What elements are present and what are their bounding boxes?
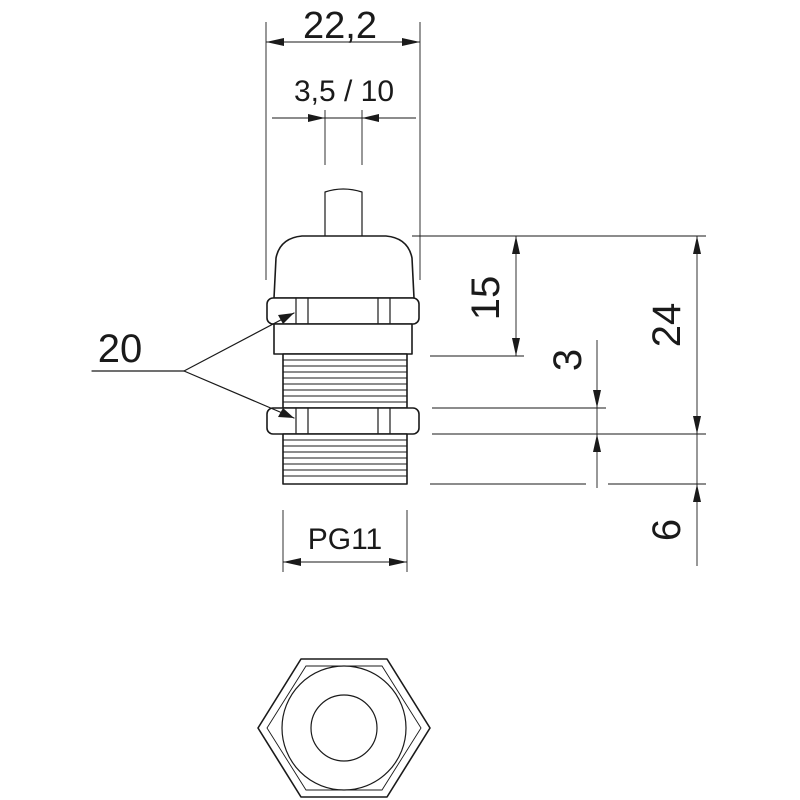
overall-width-label: 22,2	[303, 5, 377, 47]
upper-thread	[282, 353, 408, 409]
dimension-overall-width: 22,2	[265, 5, 421, 280]
cable-range-label: 3,5 / 10	[294, 75, 394, 108]
upper-hex-nut	[266, 297, 420, 325]
dimension-cable-range: 3,5 / 10	[272, 75, 416, 165]
dimension-thread-length: 6	[645, 434, 701, 566]
wrench-size-label: 20	[98, 327, 143, 371]
thread-spec-label: PG11	[308, 523, 383, 556]
overall-height-label: 24	[645, 303, 689, 348]
dome-cap	[273, 235, 415, 299]
cable-bore-circle	[310, 694, 378, 762]
side-view	[266, 188, 420, 485]
cap-height-label: 15	[464, 276, 508, 321]
dimension-thread-spec: PG11	[282, 510, 408, 572]
lower-hex-nut	[266, 407, 420, 435]
thread-length-label: 6	[645, 519, 689, 541]
lower-thread	[282, 433, 408, 485]
dimension-overall-height: 24	[645, 236, 701, 434]
leader-wrench-size: 20	[91, 312, 295, 419]
cable	[324, 188, 363, 239]
top-view	[257, 658, 431, 798]
right-extension-lines	[412, 235, 706, 485]
nut-height-label: 3	[546, 349, 590, 371]
hex-chamfer	[266, 665, 422, 791]
dimension-cap-height: 15	[464, 236, 520, 356]
hex-outline	[257, 658, 431, 798]
cap-outer-circle	[281, 665, 407, 791]
gland-neck	[273, 323, 413, 355]
dimension-nut-height: 3	[546, 340, 601, 488]
